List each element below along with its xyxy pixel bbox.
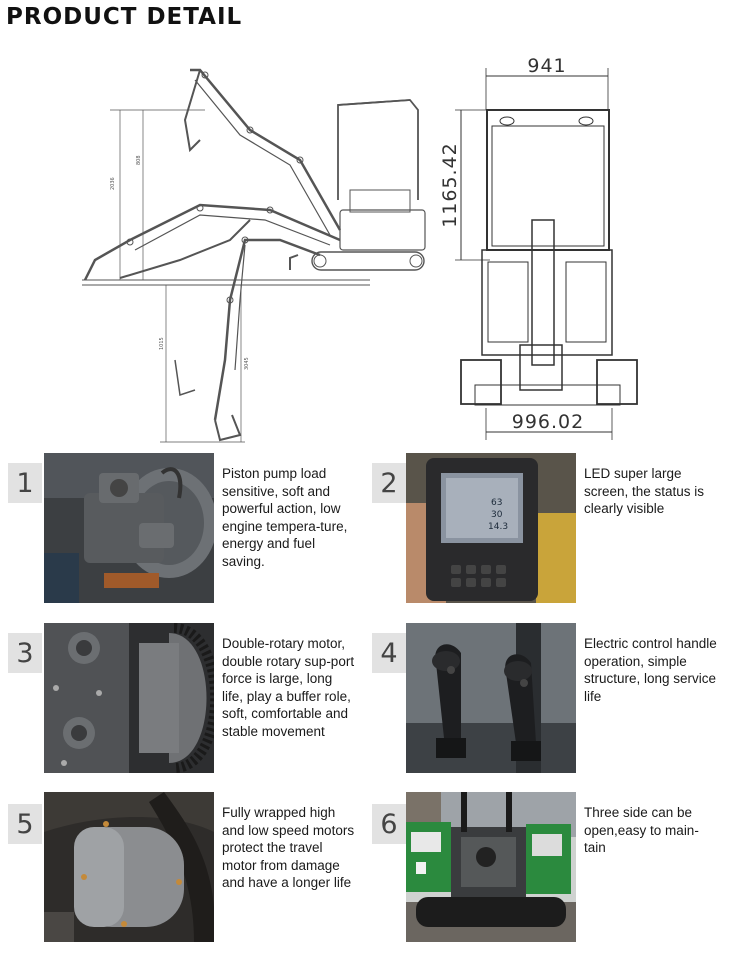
front-dim-width: 941 [527,55,566,77]
piston-pump-photo [44,453,214,603]
feature-number: 4 [372,633,406,673]
feature-card-1: 1 Piston pump load sensitive, soft and p… [0,453,350,603]
feature-text: Double-rotary motor, double rotary sup-p… [222,636,355,739]
side-dim-3: 1015 [159,337,165,350]
feature-card-5: 5 Fully wrapped high and low speed motor… [0,792,354,942]
screen-reading-2: 30 [491,510,503,520]
travel-motor-photo [44,792,214,942]
screen-reading-3: 14.3 [488,522,508,532]
feature-text: Fully wrapped high and low speed motors … [222,805,355,890]
feature-text: LED super large screen, the status is cl… [584,466,705,516]
feature-number: 3 [8,633,42,673]
feature-card-2: 2 63 30 14.3 LED super large screen, the… [364,453,714,603]
side-view-drawing [82,68,426,443]
feature-text: Electric control handle operation, simpl… [584,636,717,704]
feature-number: 2 [372,463,406,503]
feature-number: 6 [372,804,406,844]
technical-drawing: 2036 808 1015 3045 941 1165.42 996.02 [82,55,638,443]
screen-reading-1: 63 [491,498,502,508]
front-view-drawing [455,68,638,440]
rotary-motor-photo [44,623,214,773]
open-sides-photo [406,792,576,942]
feature-card-6: 6 Three side can be open,easy to main-ta… [364,792,714,942]
feature-card-4: 4 Electric control handle operation, sim… [364,623,717,773]
front-dim-bottom-width: 996.02 [512,411,584,433]
side-dim-1: 2036 [110,177,116,190]
feature-number: 5 [8,804,42,844]
feature-number: 1 [8,463,42,503]
front-dim-height: 1165.42 [439,142,461,228]
led-screen-photo: 63 30 14.3 [406,453,576,603]
control-handle-photo [406,623,576,773]
side-dim-2: 808 [136,155,142,165]
feature-text: Piston pump load sensitive, soft and pow… [222,466,348,569]
feature-text: Three side can be open,easy to main-tain [584,805,699,855]
feature-card-3: 3 Double-rotary motor, double rotary sup… [0,623,354,773]
page-title: PRODUCT DETAIL [6,4,243,30]
side-dim-4: 3045 [244,357,250,370]
